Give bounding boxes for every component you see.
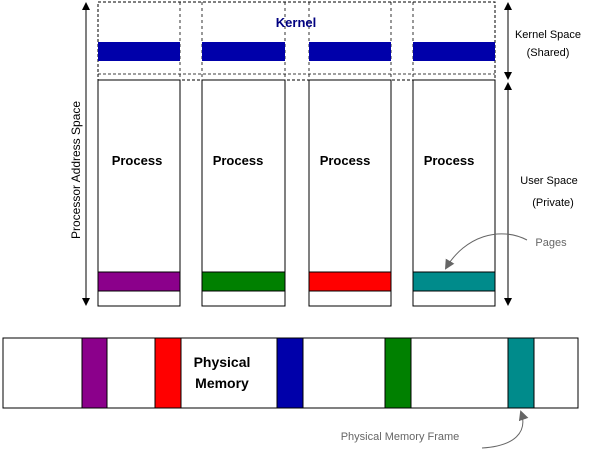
frame-blue: [276, 337, 304, 409]
page-purple: [97, 271, 181, 292]
frame-teal: [507, 337, 535, 409]
kernel-bar-2: [202, 42, 285, 61]
page-teal: [412, 271, 496, 292]
kernel-bar-3: [309, 42, 391, 61]
kernel-space-sub: (Shared): [527, 47, 570, 59]
process-column-1: Process: [97, 79, 181, 307]
frame-red: [154, 337, 182, 409]
kernel-space-label: Kernel Space: [515, 29, 581, 41]
kernel-label: Kernel: [276, 15, 316, 30]
frame-green: [384, 337, 412, 409]
user-space-sub: (Private): [532, 197, 574, 209]
process-label: Process: [424, 153, 475, 168]
process-column-2: Process: [201, 79, 286, 307]
user-space-label: User Space: [520, 175, 577, 187]
page-red: [308, 271, 392, 292]
kernel-bar-4: [413, 42, 495, 61]
process-label: Process: [213, 153, 264, 168]
process-column-4: Process: [412, 79, 496, 307]
process-label: Process: [320, 153, 371, 168]
frame-purple: [81, 337, 108, 409]
processor-address-label: Processor Address Space: [69, 101, 83, 239]
pages-arrow: [444, 233, 528, 270]
kernel-space-region: [97, 1, 496, 81]
frame-arrow: [481, 410, 529, 449]
kernel-bar-1: [98, 42, 180, 61]
frame-label: Physical Memory Frame: [341, 431, 460, 443]
page-green: [201, 271, 286, 292]
pages-label: Pages: [535, 237, 567, 249]
physical-memory-line1: Physical: [194, 354, 251, 370]
process-label: Process: [112, 153, 163, 168]
process-column-3: Process: [308, 79, 392, 307]
physical-memory-line2: Memory: [195, 375, 249, 391]
